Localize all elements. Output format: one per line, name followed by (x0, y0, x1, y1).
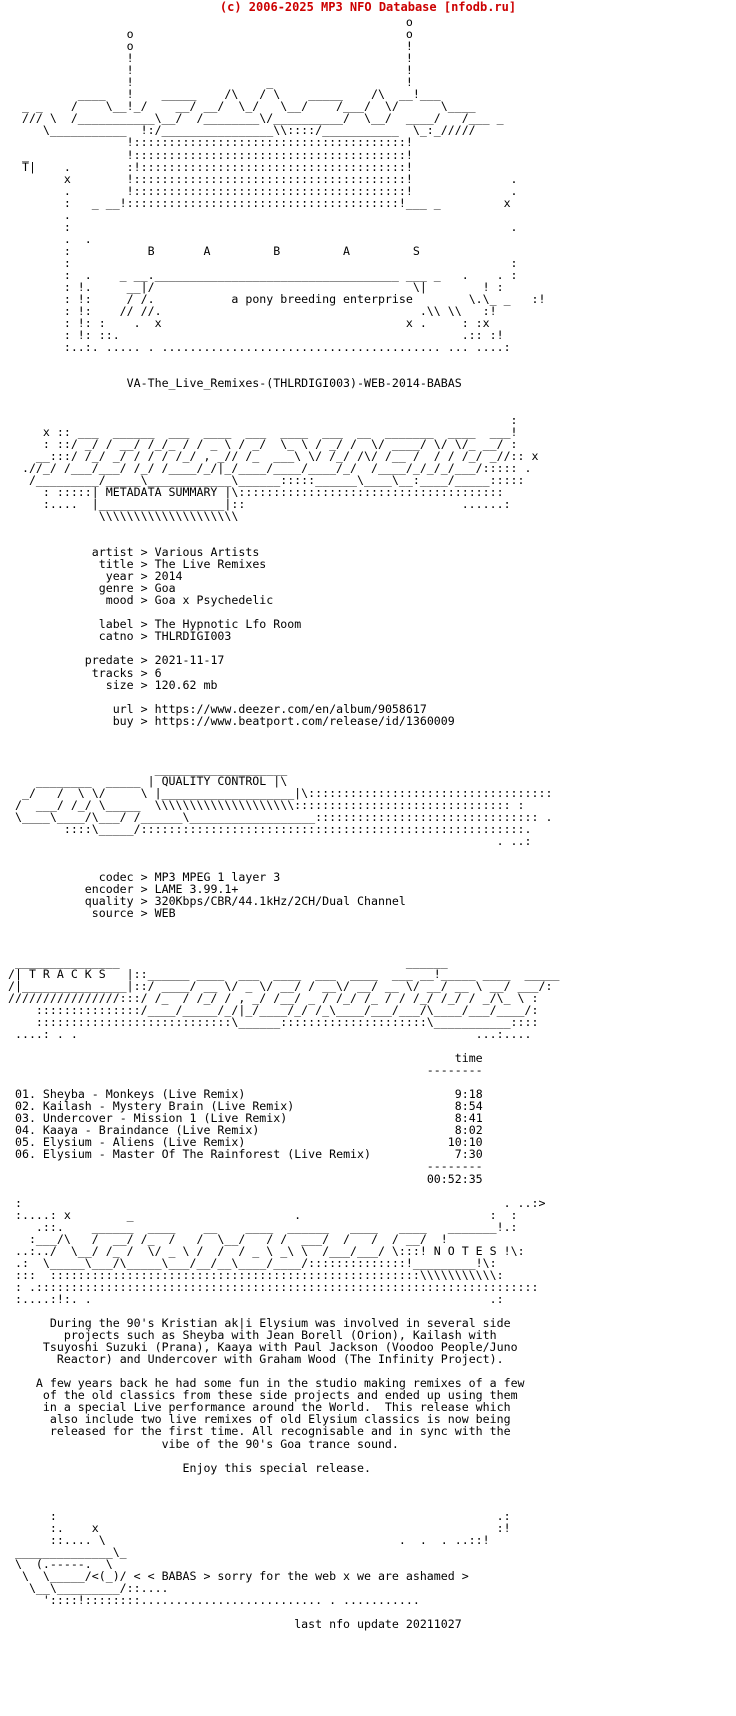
metadata-key-genre: genre (63, 581, 134, 596)
section-title-quality: QUALITY CONTROL (161, 773, 267, 788)
quality-key-encoder: encoder (63, 882, 134, 897)
metadata-key-title: title (63, 557, 134, 572)
site-credit-link[interactable]: (c) 2006-2025 MP3 NFO Database [nfodb.ru… (219, 0, 517, 14)
track-time-3: 8:41 (454, 1111, 483, 1126)
track-time-5: 10:10 (447, 1135, 483, 1150)
track-number-5: 05. (14, 1135, 36, 1150)
track-number-2: 02. (14, 1099, 36, 1114)
track-number-6: 06. (14, 1147, 36, 1162)
metadata-value-buy[interactable]: https://www.beatport.com/release/id/1360… (154, 713, 455, 728)
notes-p1-line-4: Reactor) and Undercover with Graham Wood… (56, 1352, 504, 1367)
tracks-time-header: time (454, 1051, 483, 1066)
metadata-key-predate: predate (63, 653, 134, 668)
track-title-5: Elysium - Aliens (Live Remix) (42, 1135, 246, 1150)
notes-p1-line-3: Tsuyoshi Suzuki (Prana), Kaaya with Paul… (42, 1340, 518, 1355)
track-title-2: Kailash - Mystery Brain (Live Remix) (42, 1099, 295, 1114)
track-time-1: 9:18 (454, 1087, 483, 1102)
metadata-value-tracks: 6 (154, 665, 162, 680)
notes-p2-line-4: also include two live remixes of old Ely… (49, 1412, 511, 1427)
track-title-3: Undercover - Mission 1 (Live Remix) (42, 1111, 288, 1126)
track-title-1: Sheyba - Monkeys (Live Remix) (42, 1087, 246, 1102)
section-title-metadata: METADATA SUMMARY (105, 484, 218, 499)
quality-key-quality: quality (63, 894, 134, 909)
notes-p2-line-2: of the old classics from these side proj… (42, 1388, 518, 1403)
quality-value-source: WEB (154, 906, 176, 921)
track-title-4: Kaaya - Braindance (Live Remix) (42, 1123, 260, 1138)
metadata-key-url: url (63, 701, 134, 716)
quality-value-encoder: LAME 3.99.1+ (154, 882, 239, 897)
track-number-4: 04. (14, 1123, 36, 1138)
metadata-key-buy: buy (63, 713, 134, 728)
track-title-6: Elysium - Master Of The Rainforest (Live… (42, 1147, 371, 1162)
metadata-value-title: The Live Remixes (154, 557, 267, 572)
metadata-value-url[interactable]: https://www.deezer.com/en/album/9058617 (154, 701, 427, 716)
metadata-key-artist: artist (63, 545, 134, 560)
metadata-value-genre: Goa (154, 581, 176, 596)
quality-value-codec: MP3 MPEG 1 layer 3 (154, 870, 281, 885)
quality-key-codec: codec (63, 870, 134, 885)
nfo-text: o o o o ! ! ! ! (8, 15, 560, 1632)
track-number-3: 03. (14, 1111, 36, 1126)
notes-p2-line-3: in a special Live performance around the… (42, 1400, 511, 1415)
metadata-key-catno: catno (63, 629, 134, 644)
notes-p1-line-1: During the 90's Kristian ak|i Elysium wa… (49, 1316, 511, 1331)
metadata-key-year: year (63, 569, 134, 584)
footer-message: < BABAS > sorry for the web x we are ash… (147, 1569, 469, 1584)
metadata-value-artist: Various Artists (154, 545, 260, 560)
footer-last-update: last nfo update 20211027 (294, 1617, 462, 1632)
metadata-value-label: The Hypnotic Lfo Room (154, 617, 302, 632)
notes-p2-line-1: A few years back he had some fun in the … (35, 1376, 525, 1391)
banner-letters: B A B A S (147, 243, 420, 258)
metadata-value-size: 120.62 mb (154, 677, 218, 692)
track-time-6: 7:30 (454, 1147, 483, 1162)
notes-p2-line-6: vibe of the 90's Goa trance sound. (161, 1436, 399, 1451)
metadata-key-label: label (63, 617, 134, 632)
release-name: VA-The_Live_Remixes-(THLRDIGI003)-WEB-20… (126, 376, 462, 391)
tracks-total-time: 00:52:35 (426, 1171, 483, 1186)
metadata-key-mood: mood (63, 593, 134, 608)
metadata-value-mood: Goa x Psychedelic (154, 593, 274, 608)
metadata-value-predate: 2021-11-17 (154, 653, 225, 668)
metadata-key-size: size (63, 677, 134, 692)
track-time-2: 8:54 (454, 1099, 483, 1114)
notes-p2-line-5: released for the first time. All recogni… (49, 1424, 511, 1439)
track-time-4: 8:02 (454, 1123, 483, 1138)
notes-p1-line-2: projects such as Sheyba with Jean Borell… (63, 1328, 497, 1343)
metadata-value-year: 2014 (154, 569, 183, 584)
notes-p3-line-1: Enjoy this special release. (182, 1460, 371, 1475)
quality-value-quality: 320Kbps/CBR/44.1kHz/2CH/Dual Channel (154, 894, 406, 909)
section-title-notes: N O T E S (433, 1243, 497, 1258)
track-number-1: 01. (14, 1087, 36, 1102)
metadata-key-tracks: tracks (63, 665, 134, 680)
quality-key-source: source (63, 906, 134, 921)
section-title-tracks: T R A C K S (28, 966, 106, 981)
metadata-value-catno: THLRDIGI003 (154, 629, 232, 644)
banner-tagline: a pony breeding enterprise (231, 292, 413, 307)
